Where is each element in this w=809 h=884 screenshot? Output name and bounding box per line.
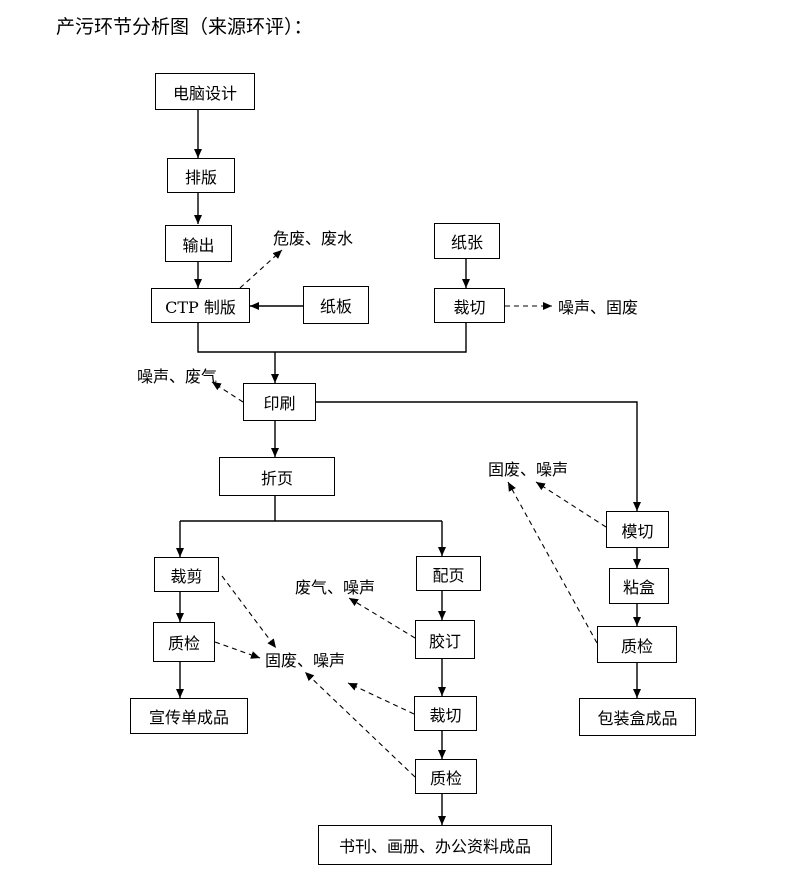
node-books-product: 书刊、画册、办公资料成品 — [318, 825, 552, 865]
page-title: 产污环节分析图（来源环评）： — [56, 16, 313, 38]
node-binding: 胶订 — [415, 620, 475, 659]
pollutant-solid-waste-noise-box: 固废、噪声 — [488, 460, 569, 479]
node-trimming: 裁剪 — [154, 557, 219, 592]
node-die-cutting: 模切 — [606, 511, 669, 548]
node-typeset: 排版 — [167, 158, 235, 193]
pollutant-noise-solid-waste: 噪声、固废 — [558, 298, 639, 317]
node-collating: 配页 — [416, 556, 481, 591]
node-box-gluing: 粘盒 — [609, 568, 669, 604]
pollutant-solid-waste-noise-books: 固废、噪声 — [265, 651, 346, 670]
pollutant-noise-waste-gas: 噪声、废气 — [137, 367, 218, 386]
pollutant-waste-gas-noise: 废气、噪声 — [295, 578, 376, 597]
node-inspection-2: 质检 — [415, 759, 477, 794]
pollutant-hazard-wastewater: 危废、废水 — [273, 229, 354, 248]
node-output: 输出 — [165, 225, 232, 262]
node-folding: 折页 — [219, 457, 335, 496]
node-box-product: 包装盒成品 — [579, 698, 696, 736]
node-printing: 印刷 — [243, 383, 316, 421]
node-cardboard: 纸板 — [303, 286, 369, 324]
node-paper: 纸张 — [434, 223, 500, 259]
node-cutting-1: 裁切 — [434, 288, 505, 323]
node-flyer-product: 宣传单成品 — [130, 698, 248, 734]
node-ctp-plate: CTP 制版 — [151, 288, 250, 323]
node-cutting-2: 裁切 — [414, 696, 477, 731]
node-inspection-3: 质检 — [597, 626, 677, 663]
node-computer-design: 电脑设计 — [155, 73, 255, 110]
node-inspection-1: 质检 — [153, 622, 215, 662]
